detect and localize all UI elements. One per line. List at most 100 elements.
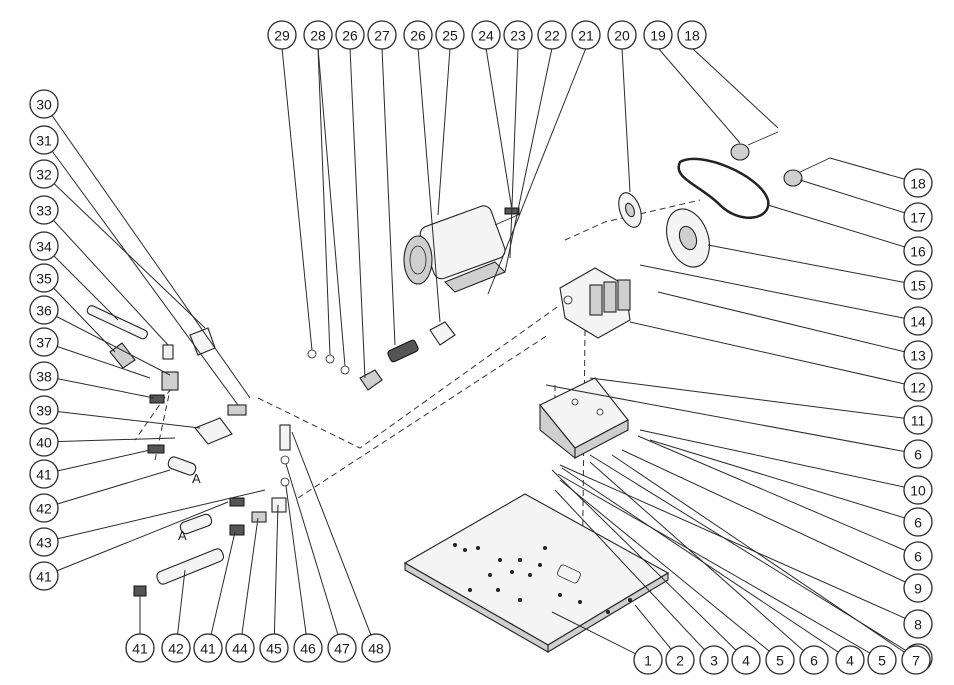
part-callout-33: 33 xyxy=(29,195,59,225)
part-callout-5: 5 xyxy=(765,645,795,675)
callout-circle xyxy=(29,195,59,225)
part-callout-38: 38 xyxy=(29,361,59,391)
part-callout-5: 5 xyxy=(867,645,897,675)
callout-number: 21 xyxy=(578,28,594,44)
callout-circle xyxy=(665,645,695,675)
part-callout-32: 32 xyxy=(29,159,59,189)
part-callout-18: 18 xyxy=(677,20,707,50)
callout-number: 10 xyxy=(910,483,926,499)
base-plate xyxy=(403,493,670,653)
callout-number: 2 xyxy=(676,653,684,669)
callout-number: 25 xyxy=(442,28,458,44)
part-callout-6: 6 xyxy=(903,507,933,537)
callout-number: 1 xyxy=(644,653,652,669)
callout-circle xyxy=(471,20,501,50)
part-callout-30: 30 xyxy=(29,89,59,119)
callout-circle xyxy=(537,20,567,50)
part-callout-6: 6 xyxy=(903,439,933,469)
part-callout-23: 23 xyxy=(503,20,533,50)
callout-circle xyxy=(903,202,933,232)
callout-number: 9 xyxy=(914,581,922,597)
callout-number: 41 xyxy=(36,569,52,585)
callout-number: 17 xyxy=(910,210,926,226)
callout-number: 23 xyxy=(510,28,526,44)
callout-circle xyxy=(403,20,433,50)
part-callout-40: 40 xyxy=(29,427,59,457)
callout-number: 3 xyxy=(710,653,718,669)
callout-circle xyxy=(903,609,933,639)
callout-circle xyxy=(303,20,333,50)
callout-number: 36 xyxy=(36,303,52,319)
callout-number: 8 xyxy=(914,617,922,633)
part-callout-48: 48 xyxy=(361,633,391,663)
callout-number: 26 xyxy=(410,28,426,44)
callout-circle xyxy=(607,20,637,50)
callout-circle xyxy=(29,493,59,523)
callout-number: 18 xyxy=(910,176,926,192)
callout-circle xyxy=(901,645,931,675)
callout-circle xyxy=(903,573,933,603)
callout-circle xyxy=(29,427,59,457)
callout-circle xyxy=(903,168,933,198)
part-callout-16: 16 xyxy=(903,236,933,266)
part-callout-15: 15 xyxy=(903,270,933,300)
part-callout-39: 39 xyxy=(29,395,59,425)
callout-circle xyxy=(903,541,933,571)
callout-circle xyxy=(125,633,155,663)
callout-number: 19 xyxy=(650,28,666,44)
callout-circle xyxy=(903,439,933,469)
part-callout-21: 21 xyxy=(571,20,601,50)
callout-circle xyxy=(259,633,289,663)
part-callout-45: 45 xyxy=(259,633,289,663)
callout-circle xyxy=(29,125,59,155)
callout-number: 6 xyxy=(914,515,922,531)
part-callout-25: 25 xyxy=(435,20,465,50)
part-callout-24: 24 xyxy=(471,20,501,50)
callout-number: 41 xyxy=(132,641,148,657)
callout-number: 40 xyxy=(36,435,52,451)
callout-circle xyxy=(435,20,465,50)
callout-circle xyxy=(29,459,59,489)
callout-number: 6 xyxy=(914,549,922,565)
callout-circle xyxy=(903,475,933,505)
part-callout-18: 18 xyxy=(903,168,933,198)
callout-circle xyxy=(29,89,59,119)
callout-number: 45 xyxy=(266,641,282,657)
callout-circle xyxy=(903,236,933,266)
callout-circle xyxy=(361,633,391,663)
part-callout-6: 6 xyxy=(903,541,933,571)
callout-circle xyxy=(293,633,323,663)
part-callout-20: 20 xyxy=(607,20,637,50)
callout-number: 4 xyxy=(846,653,854,669)
callout-number: 34 xyxy=(36,239,52,255)
mounting-bracket xyxy=(539,377,629,460)
callout-number: 13 xyxy=(910,348,926,364)
callout-circle xyxy=(193,633,223,663)
part-callout-7: 7 xyxy=(901,645,931,675)
callout-number: 48 xyxy=(368,641,384,657)
part-callout-46: 46 xyxy=(293,633,323,663)
part-callout-9: 9 xyxy=(903,573,933,603)
connection-markers: A A xyxy=(178,471,201,543)
callout-number: 28 xyxy=(310,28,326,44)
callout-circle xyxy=(29,159,59,189)
callout-number: 11 xyxy=(911,413,926,429)
callout-number: 5 xyxy=(776,653,784,669)
part-callout-41: 41 xyxy=(193,633,223,663)
part-callout-34: 34 xyxy=(29,231,59,261)
callout-number: 7 xyxy=(912,653,920,669)
callout-number: 43 xyxy=(36,535,52,551)
callout-circle xyxy=(699,645,729,675)
part-callout-35: 35 xyxy=(29,263,59,293)
part-callout-31: 31 xyxy=(29,125,59,155)
callout-number: 37 xyxy=(36,335,52,351)
part-callout-3: 3 xyxy=(699,645,729,675)
callout-number: 44 xyxy=(232,641,248,657)
part-callout-1: 1 xyxy=(633,645,663,675)
callout-circle xyxy=(335,20,365,50)
callout-circle xyxy=(571,20,601,50)
callout-number: 30 xyxy=(36,97,52,113)
callout-circle xyxy=(29,295,59,325)
callout-circle xyxy=(29,361,59,391)
